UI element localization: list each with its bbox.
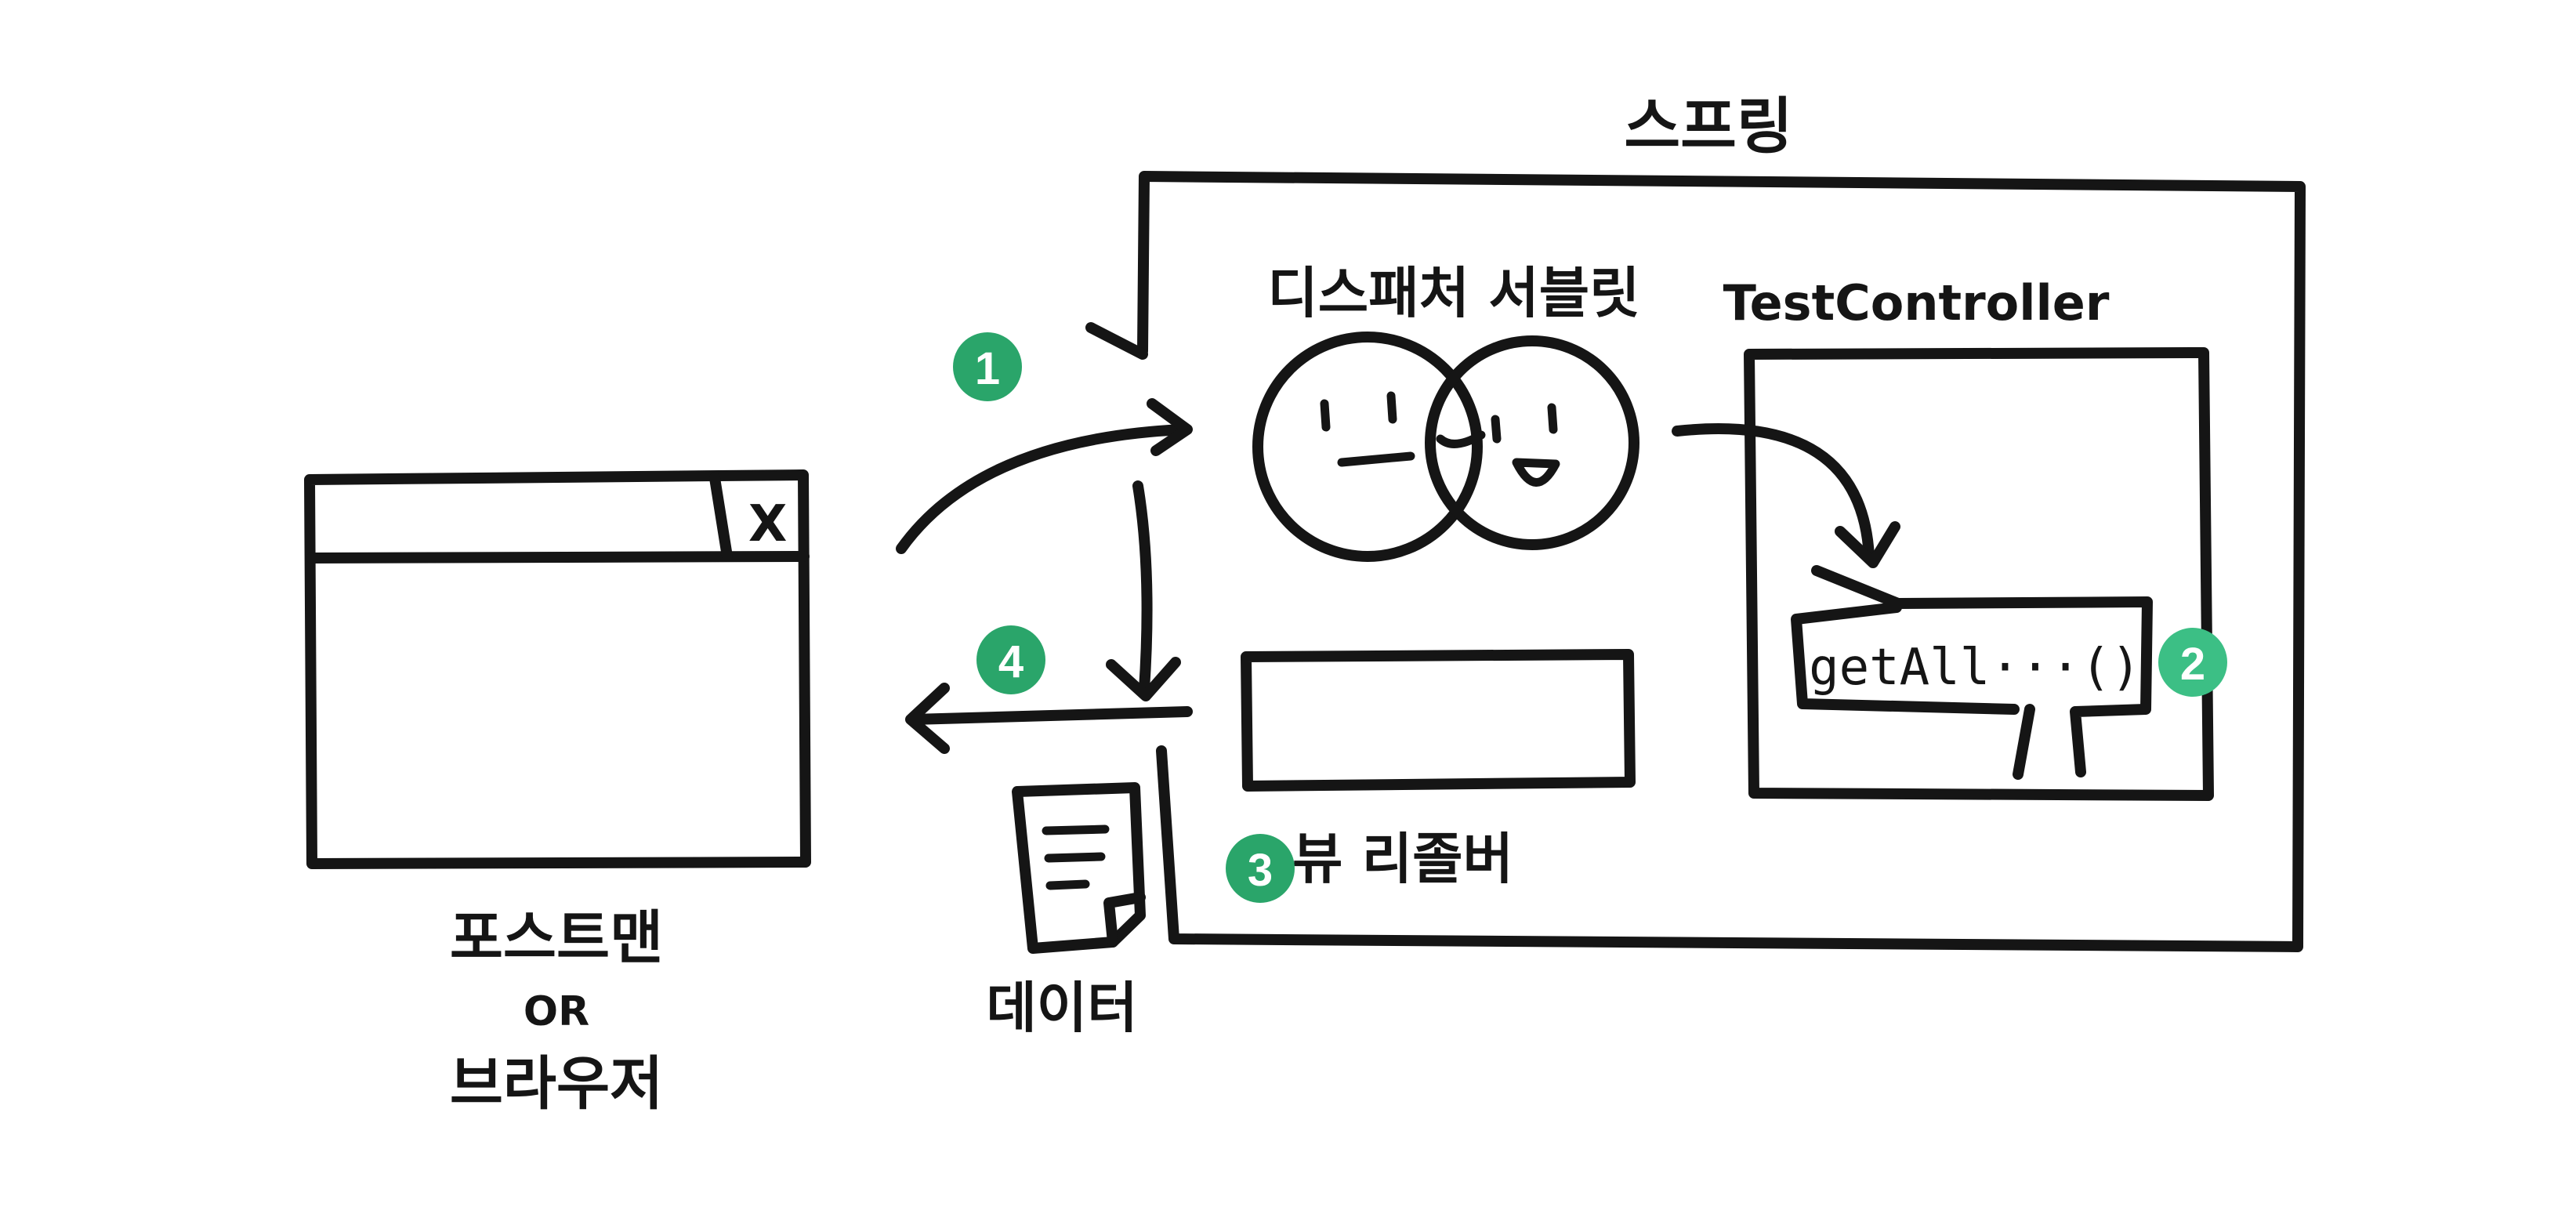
step-3-number: 3 [1248,845,1273,896]
arrow-dispatcher-to-controller [1672,423,1900,568]
step-2-badge: 2 [2158,628,2227,697]
step-4-badge: 4 [976,625,1045,694]
arrow-internal-down [1106,480,1181,701]
step-3-badge: 3 [1226,834,1295,903]
arrow-request [896,398,1193,554]
view-resolver-box [1241,649,1636,792]
dispatcher-servlet-icon [1252,332,1639,562]
client-label-browser: 브라우저 [450,1050,663,1118]
arrow-response [905,683,1193,754]
test-controller-box [1744,347,2214,801]
step-4-number: 4 [998,636,1024,687]
method-call-label: getAll···() [1809,639,2141,697]
window-close-icon: X [748,495,787,553]
data-label: 데이터 [986,976,1137,1040]
view-resolver-label: 뷰 리졸버 [1292,827,1513,891]
spring-label: 스프링 [1624,92,1792,162]
step-1-number: 1 [975,343,1000,394]
method-call-box [1791,565,2153,780]
step-1-badge: 1 [953,332,1022,401]
dispatcher-servlet-label: 디스패처 서블릿 [1267,261,1639,325]
spring-container [1085,171,2306,952]
client-window: X [304,469,811,869]
data-document-icon [1012,782,1146,954]
client-label-or: OR [524,988,589,1035]
step-2-number: 2 [2180,639,2205,690]
client-label-postman: 포스트맨 [450,904,663,972]
test-controller-label: TestController [1723,274,2110,332]
